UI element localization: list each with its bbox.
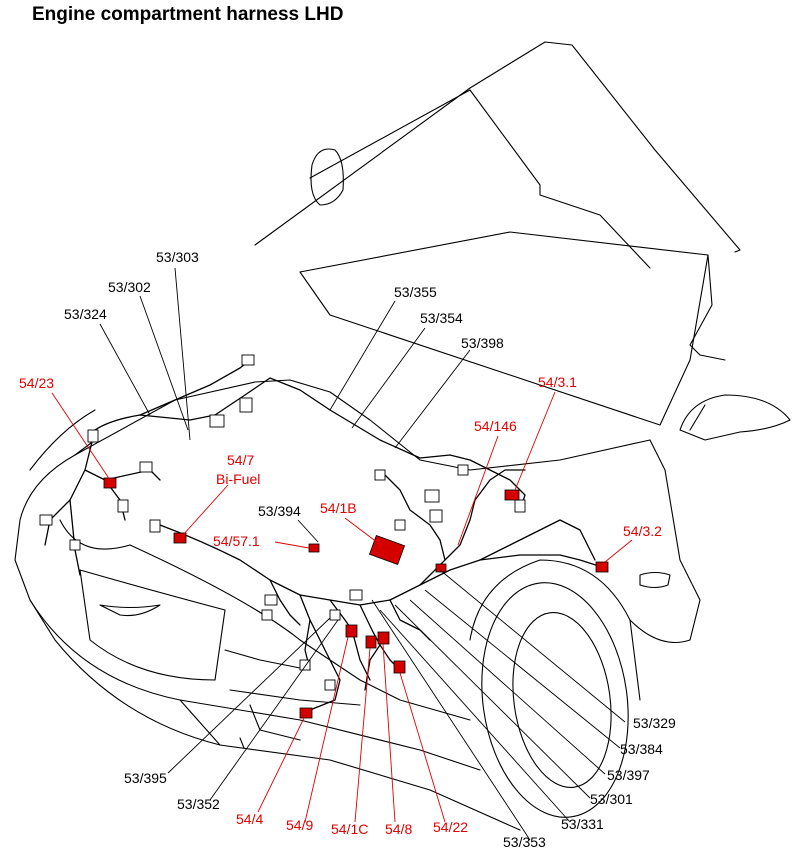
label-53-301: 53/301 — [590, 791, 633, 807]
connector-54-9 — [345, 624, 358, 638]
connector-54-7 — [173, 532, 187, 544]
label-54-3-2: 54/3.2 — [623, 523, 662, 539]
plug-outlines — [39, 354, 526, 691]
connector-54-8 — [377, 631, 390, 645]
label-53-384: 53/384 — [620, 741, 663, 757]
label-54-1c: 54/1C — [331, 821, 368, 837]
label-53-395: 53/395 — [124, 770, 167, 786]
label-53-331: 53/331 — [561, 816, 604, 832]
label-53-302: 53/302 — [108, 279, 151, 295]
label-53-329: 53/329 — [633, 715, 676, 731]
label-53-324: 53/324 — [64, 306, 107, 322]
label-53-352: 53/352 — [177, 796, 220, 812]
wiring-harness — [44, 359, 606, 711]
label-54-23: 54/23 — [19, 375, 54, 391]
label-54-7: 54/7 — [227, 452, 254, 468]
leader-lines — [51, 267, 633, 841]
label-54-7-subtitle: Bi-Fuel — [216, 471, 260, 487]
label-53-303: 53/303 — [156, 249, 199, 265]
label-54-8: 54/8 — [385, 821, 412, 837]
connector-54-22 — [393, 660, 406, 674]
car-body-outline — [14, 41, 791, 831]
red-connectors — [103, 477, 609, 719]
connector-54-3-1 — [504, 489, 520, 501]
label-54-3-1: 54/3.1 — [538, 374, 577, 390]
connector-54-1b — [368, 534, 406, 566]
connector-54-1c — [365, 635, 377, 649]
label-54-1b: 54/1B — [320, 500, 357, 516]
label-53-354: 53/354 — [420, 310, 463, 326]
label-54-57-1: 54/57.1 — [213, 533, 260, 549]
label-53-397: 53/397 — [607, 767, 650, 783]
connector-54-57-1 — [308, 543, 320, 553]
connector-54-146 — [435, 563, 447, 573]
label-54-22: 54/22 — [433, 819, 468, 835]
label-54-146: 54/146 — [474, 418, 517, 434]
connector-54-23 — [103, 477, 117, 489]
label-53-398: 53/398 — [461, 335, 504, 351]
label-54-4: 54/4 — [236, 811, 263, 827]
label-53-355: 53/355 — [394, 284, 437, 300]
diagram-title: Engine compartment harness LHD — [32, 4, 344, 25]
connector-54-4 — [299, 707, 313, 719]
callout-labels: 53/303 53/302 53/324 54/23 53/355 53/354… — [19, 249, 676, 850]
label-53-353: 53/353 — [503, 834, 546, 850]
label-54-9: 54/9 — [286, 817, 313, 833]
label-53-394: 53/394 — [258, 503, 301, 519]
connector-54-3-2 — [595, 561, 609, 573]
